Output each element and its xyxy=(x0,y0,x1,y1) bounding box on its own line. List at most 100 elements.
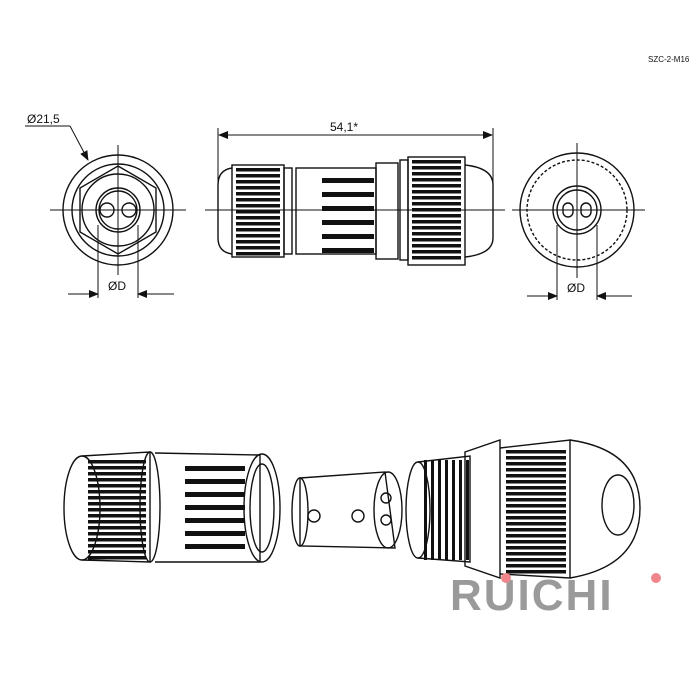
knurl-rib xyxy=(412,172,461,176)
knurl-rib xyxy=(412,256,461,260)
knurl-rib xyxy=(412,232,461,236)
knurl-rib xyxy=(412,238,461,242)
knurl-rib xyxy=(506,456,566,460)
body-slot xyxy=(322,220,374,225)
knurl-rib xyxy=(236,228,280,232)
part-number: SZC-2-M16 xyxy=(648,55,690,64)
knurl-rib xyxy=(412,244,461,248)
knurl-rib xyxy=(506,480,566,484)
thread-ridge xyxy=(466,460,469,560)
thread-ridge xyxy=(452,460,455,560)
knurl-rib xyxy=(506,474,566,478)
knurl-rib xyxy=(236,240,280,244)
knurl-rib xyxy=(506,558,566,562)
cable-diameter-label-right: ØD xyxy=(567,281,585,295)
knurl-rib xyxy=(412,226,461,230)
knurl-rib xyxy=(506,522,566,526)
knurl-rib xyxy=(236,246,280,250)
body-slot xyxy=(185,518,245,523)
knurl-rib xyxy=(412,160,461,164)
left-connector-body xyxy=(63,451,281,563)
knurl-rib xyxy=(506,540,566,544)
cable-diameter-label-left: ØD xyxy=(108,279,126,293)
body-slot xyxy=(322,192,374,197)
left-end-view xyxy=(25,125,186,298)
knurl-rib xyxy=(412,166,461,170)
side-view xyxy=(205,128,505,266)
overall-length-label: 54,1* xyxy=(330,120,358,134)
knurl-rib xyxy=(88,496,146,500)
knurl-rib xyxy=(88,544,146,548)
knurl-rib xyxy=(412,220,461,224)
knurl-rib xyxy=(236,234,280,238)
knurl-rib xyxy=(412,178,461,182)
knurl-rib xyxy=(506,570,566,574)
body-slot xyxy=(185,531,245,536)
body-slot xyxy=(185,544,245,549)
knurl-rib xyxy=(236,198,280,202)
knurl-rib xyxy=(412,202,461,206)
knurl-rib xyxy=(412,196,461,200)
logo-text: RUICHI xyxy=(450,571,614,620)
thread-ridge xyxy=(438,460,441,560)
body-slot xyxy=(322,206,374,211)
knurl-rib xyxy=(506,486,566,490)
knurl-rib xyxy=(88,526,146,530)
knurl-rib xyxy=(88,472,146,476)
terminal-block xyxy=(291,471,403,549)
exploded-view xyxy=(63,439,641,579)
knurl-rib xyxy=(236,222,280,226)
knurl-rib xyxy=(236,204,280,208)
knurl-rib xyxy=(236,216,280,220)
knurl-rib xyxy=(88,550,146,554)
knurl-rib xyxy=(88,508,146,512)
thread-ridge xyxy=(445,460,448,560)
knurl-rib xyxy=(506,516,566,520)
knurl-rib xyxy=(236,180,280,184)
knurl-rib xyxy=(236,186,280,190)
knurl-rib xyxy=(88,556,146,560)
outer-diameter-label: Ø21,5 xyxy=(27,112,60,126)
knurl-rib xyxy=(236,168,280,172)
knurl-rib xyxy=(412,250,461,254)
knurl-rib xyxy=(88,538,146,542)
knurl-rib xyxy=(236,252,280,256)
thread-ridge xyxy=(431,460,434,560)
body-slot xyxy=(185,505,245,510)
knurl-rib xyxy=(88,502,146,506)
logo-dot xyxy=(651,573,661,583)
knurl-rib xyxy=(412,184,461,188)
knurl-rib xyxy=(506,498,566,502)
knurl-rib xyxy=(506,528,566,532)
knurl-rib xyxy=(236,174,280,178)
knurl-rib xyxy=(236,210,280,214)
knurl-rib xyxy=(88,466,146,470)
body-slot xyxy=(185,466,245,471)
knurl-rib xyxy=(88,484,146,488)
body-slot xyxy=(322,248,374,253)
knurl-rib xyxy=(412,190,461,194)
ruichi-logo: RUICHI xyxy=(450,571,661,620)
knurl-rib xyxy=(88,490,146,494)
knurl-rib xyxy=(506,450,566,454)
knurl-rib xyxy=(88,514,146,518)
knurl-rib xyxy=(506,492,566,496)
knurl-rib xyxy=(506,510,566,514)
logo-dot xyxy=(501,573,511,583)
knurl-rib xyxy=(88,460,146,464)
knurl-rib xyxy=(506,552,566,556)
knurl-rib xyxy=(236,192,280,196)
body-slot xyxy=(185,492,245,497)
knurl-rib xyxy=(506,462,566,466)
thread-ridge xyxy=(424,460,427,560)
body-slot xyxy=(185,479,245,484)
knurl-rib xyxy=(506,534,566,538)
knurl-rib xyxy=(506,564,566,568)
body-slot xyxy=(322,234,374,239)
knurl-rib xyxy=(88,520,146,524)
right-cable-gland xyxy=(405,439,641,579)
knurl-rib xyxy=(88,478,146,482)
right-end-view xyxy=(512,143,645,300)
